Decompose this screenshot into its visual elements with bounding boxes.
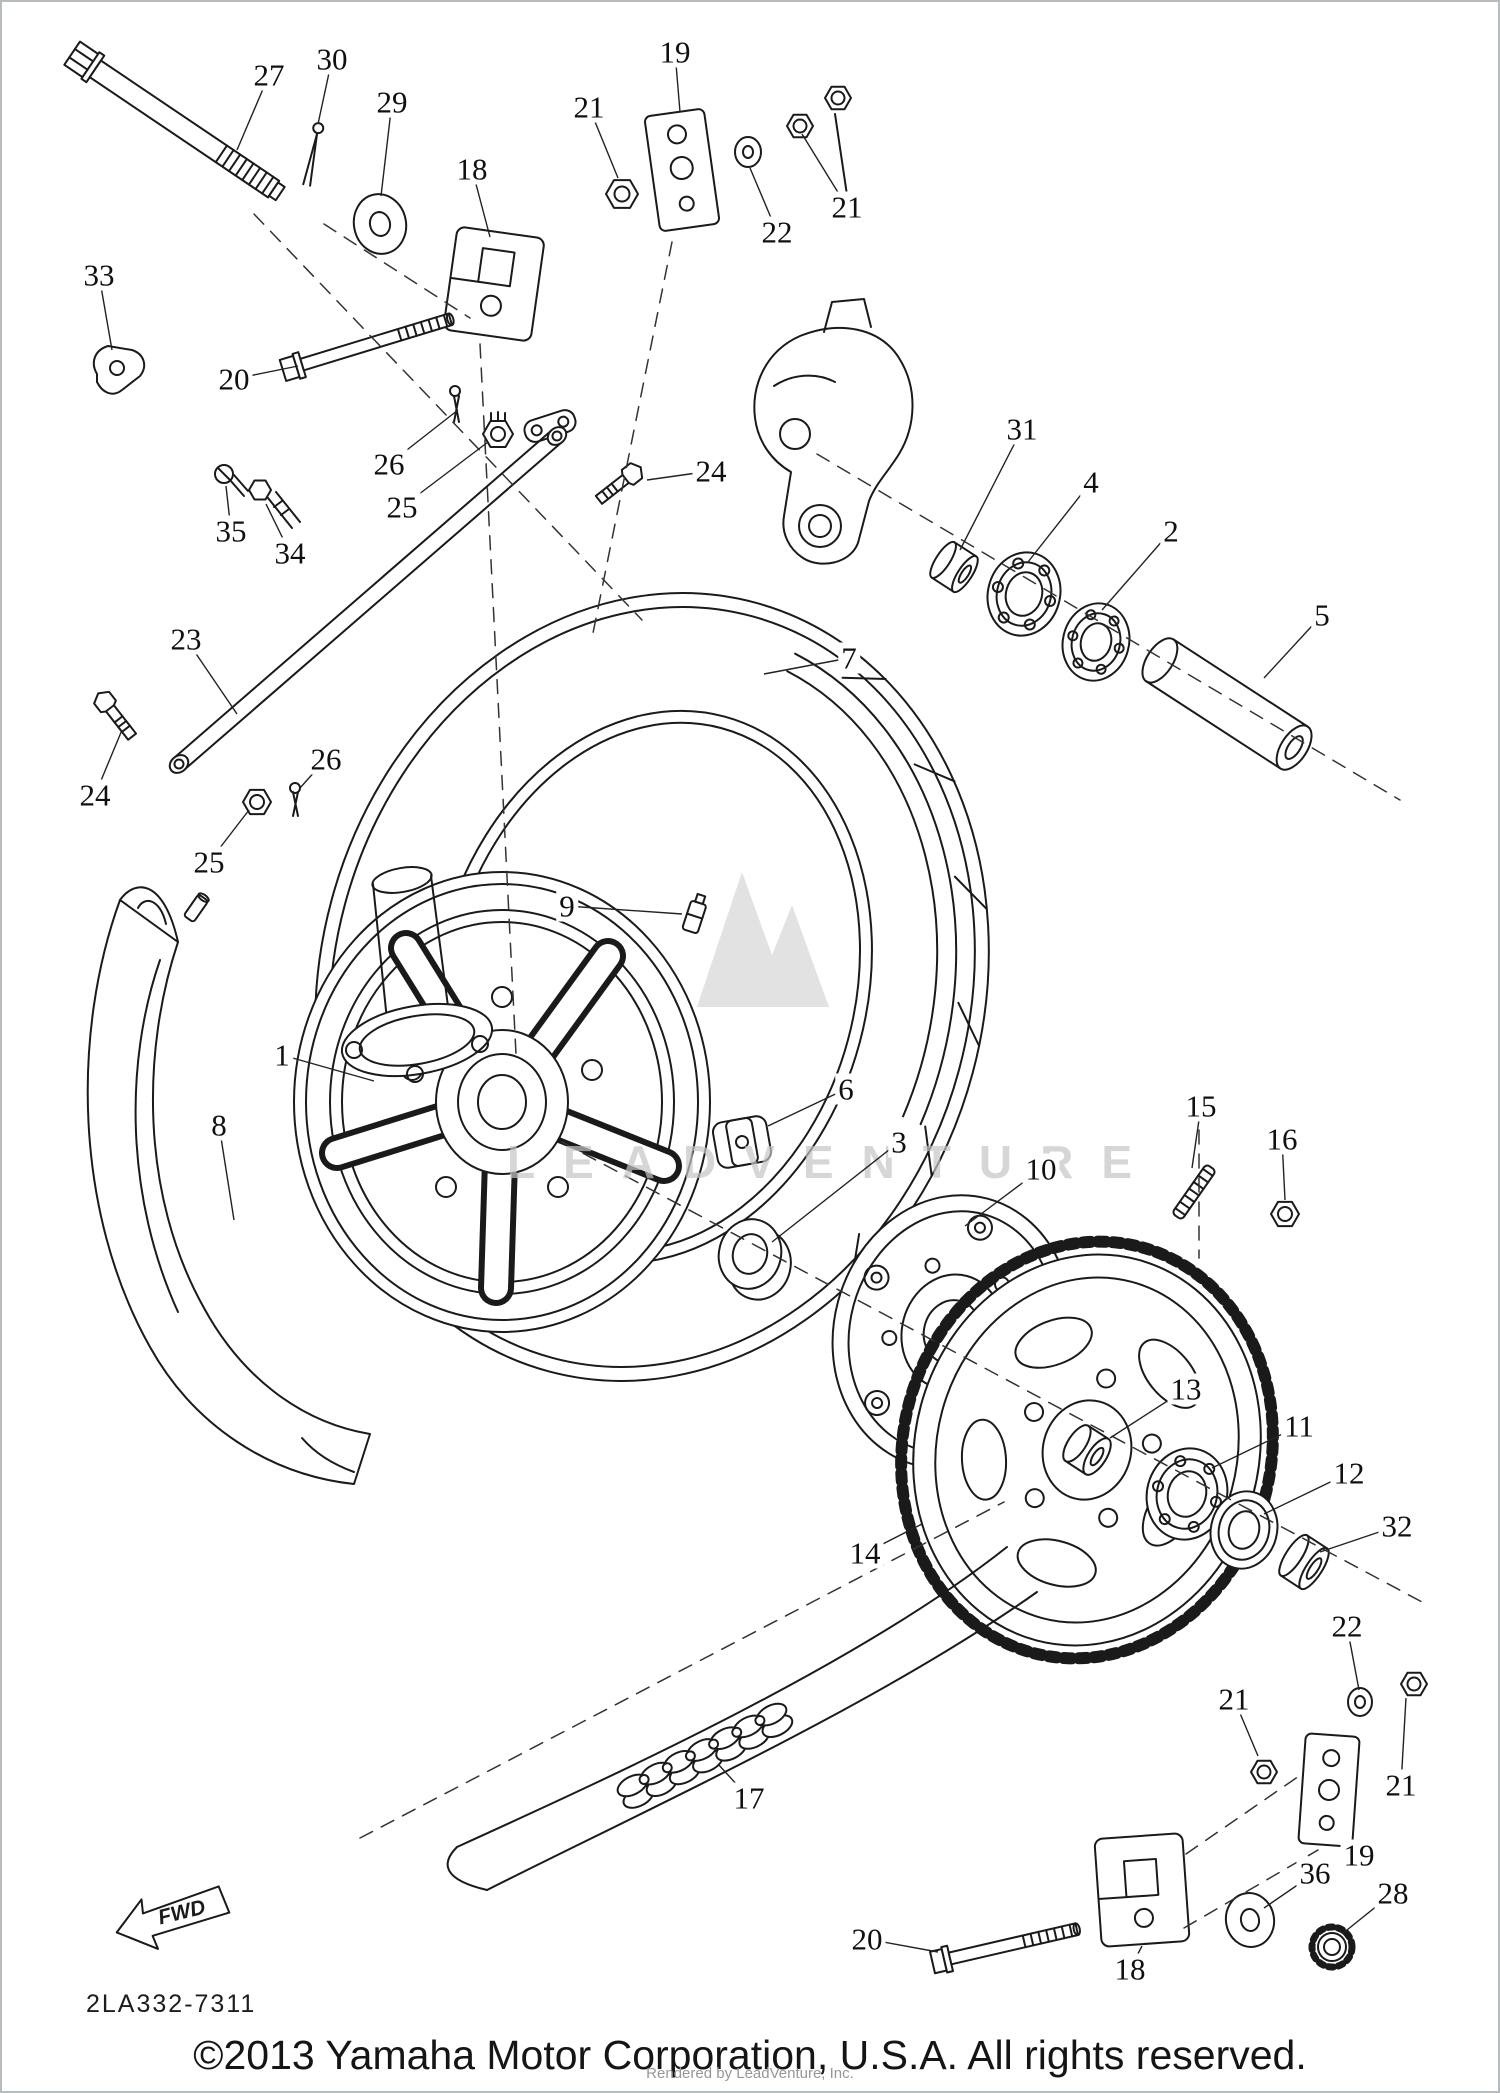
- bearing-11: [1145, 1447, 1229, 1541]
- stud-15: [1172, 1164, 1216, 1220]
- part-callout-19: 19: [656, 36, 694, 68]
- bolt-24-right: [594, 462, 644, 505]
- nut-21-bottom-right: [1400, 1671, 1428, 1697]
- part-callout-31: 31: [1003, 413, 1041, 445]
- spacer-32: [1278, 1533, 1330, 1591]
- axle-spacer-5: [1141, 637, 1313, 771]
- valve-stem: [183, 892, 210, 923]
- fasteners-top-right: [734, 85, 852, 196]
- nut-25-left: [242, 788, 272, 816]
- part-callout-16: 16: [1263, 1123, 1301, 1155]
- bearing-4: [986, 551, 1062, 637]
- rear-wheel: [293, 871, 711, 1333]
- bearing-3: [717, 1218, 792, 1301]
- rendered-by-text: Rendered by LeadVenture, Inc.: [646, 2065, 854, 2082]
- screw-35: [214, 464, 249, 497]
- washer-29: [352, 193, 408, 255]
- part-callout-17: 17: [730, 1782, 768, 1814]
- chain-adjuster-block-bottom: [1093, 1832, 1191, 1948]
- construction-lines: [253, 213, 1423, 1929]
- part-callout-22: 22: [1328, 1610, 1366, 1642]
- part-callout-14: 14: [846, 1537, 884, 1569]
- part-callout-33: 33: [80, 259, 118, 291]
- washer-36: [1224, 1892, 1276, 1948]
- part-callout-4: 4: [1080, 466, 1102, 498]
- part-callout-1: 1: [271, 1039, 293, 1071]
- part-callout-36: 36: [1296, 1857, 1334, 1889]
- part-callout-21: 21: [1382, 1769, 1420, 1801]
- adjuster-bolt-bottom: [929, 1922, 1081, 1975]
- part-callout-21: 21: [570, 91, 608, 123]
- cotter-pin-26-mid: [449, 385, 461, 423]
- part-callout-18: 18: [1111, 1953, 1149, 1985]
- drive-chain: [446, 1546, 1038, 1891]
- part-callout-23: 23: [167, 623, 205, 655]
- watermark-logo: [697, 872, 829, 1007]
- oil-seal-12: [1209, 1490, 1279, 1570]
- castle-nut-25-mid: [482, 411, 514, 448]
- torque-rod: [168, 426, 568, 774]
- axle-nut-top: [605, 179, 639, 209]
- part-callout-27: 27: [250, 59, 288, 91]
- part-callout-10: 10: [1022, 1153, 1060, 1185]
- part-callout-3: 3: [888, 1126, 910, 1158]
- adjuster-plate-top: [643, 108, 721, 232]
- part-callout-9: 9: [556, 890, 578, 922]
- part-callout-20: 20: [848, 1923, 886, 1955]
- part-callout-19: 19: [1340, 1839, 1378, 1871]
- part-callout-25: 25: [383, 491, 421, 523]
- bearing-2: [1061, 602, 1131, 682]
- part-callout-32: 32: [1378, 1510, 1416, 1542]
- clamp-33: [92, 345, 146, 395]
- part-callout-35: 35: [212, 515, 250, 547]
- part-callout-26: 26: [307, 743, 345, 775]
- part-callout-24: 24: [692, 455, 730, 487]
- part-callout-11: 11: [1281, 1410, 1317, 1442]
- adjuster-plate-bottom: [1297, 1732, 1361, 1848]
- collar-13: [1062, 1424, 1112, 1476]
- part-callout-30: 30: [313, 43, 351, 75]
- part-callout-22: 22: [758, 216, 796, 248]
- washer-22-bottom: [1347, 1687, 1373, 1717]
- part-callout-6: 6: [835, 1073, 857, 1105]
- axle-bolt: [63, 40, 286, 202]
- part-callout-24: 24: [76, 779, 114, 811]
- screw-34: [248, 479, 301, 529]
- flange-nut-28: [1308, 1923, 1356, 1971]
- rim-clip-9: [681, 892, 707, 935]
- part-callout-13: 13: [1167, 1373, 1205, 1405]
- part-callout-34: 34: [271, 537, 309, 569]
- part-callout-15: 15: [1182, 1090, 1220, 1122]
- chain-adjuster-block-top: [443, 226, 545, 342]
- part-callout-12: 12: [1330, 1457, 1368, 1489]
- swingarm-end: [753, 298, 914, 565]
- part-callout-21: 21: [828, 191, 866, 223]
- tire-section: [86, 886, 371, 1485]
- part-callout-21: 21: [1215, 1683, 1253, 1715]
- part-callout-26: 26: [370, 448, 408, 480]
- part-callout-25: 25: [190, 846, 228, 878]
- part-callout-5: 5: [1311, 599, 1333, 631]
- nut-16: [1270, 1200, 1300, 1228]
- part-callout-18: 18: [453, 153, 491, 185]
- bolt-24-left: [93, 690, 138, 741]
- cotter-pin-top: [302, 122, 325, 187]
- part-callout-7: 7: [838, 642, 860, 674]
- cush-block-6: [712, 1115, 772, 1169]
- part-callout-2: 2: [1160, 515, 1182, 547]
- part-code: 2LA332-7311: [86, 1990, 257, 2018]
- copyright-text: ©2013 Yamaha Motor Corporation, U.S.A. A…: [193, 2032, 1307, 2078]
- spacer-31: [929, 540, 979, 594]
- part-callout-20: 20: [215, 363, 253, 395]
- part-callout-8: 8: [208, 1109, 230, 1141]
- part-callout-28: 28: [1374, 1877, 1412, 1909]
- wheel-hub-sleeve: [340, 866, 494, 1083]
- nut-21-bottom-left: [1250, 1759, 1278, 1785]
- part-callout-29: 29: [373, 86, 411, 118]
